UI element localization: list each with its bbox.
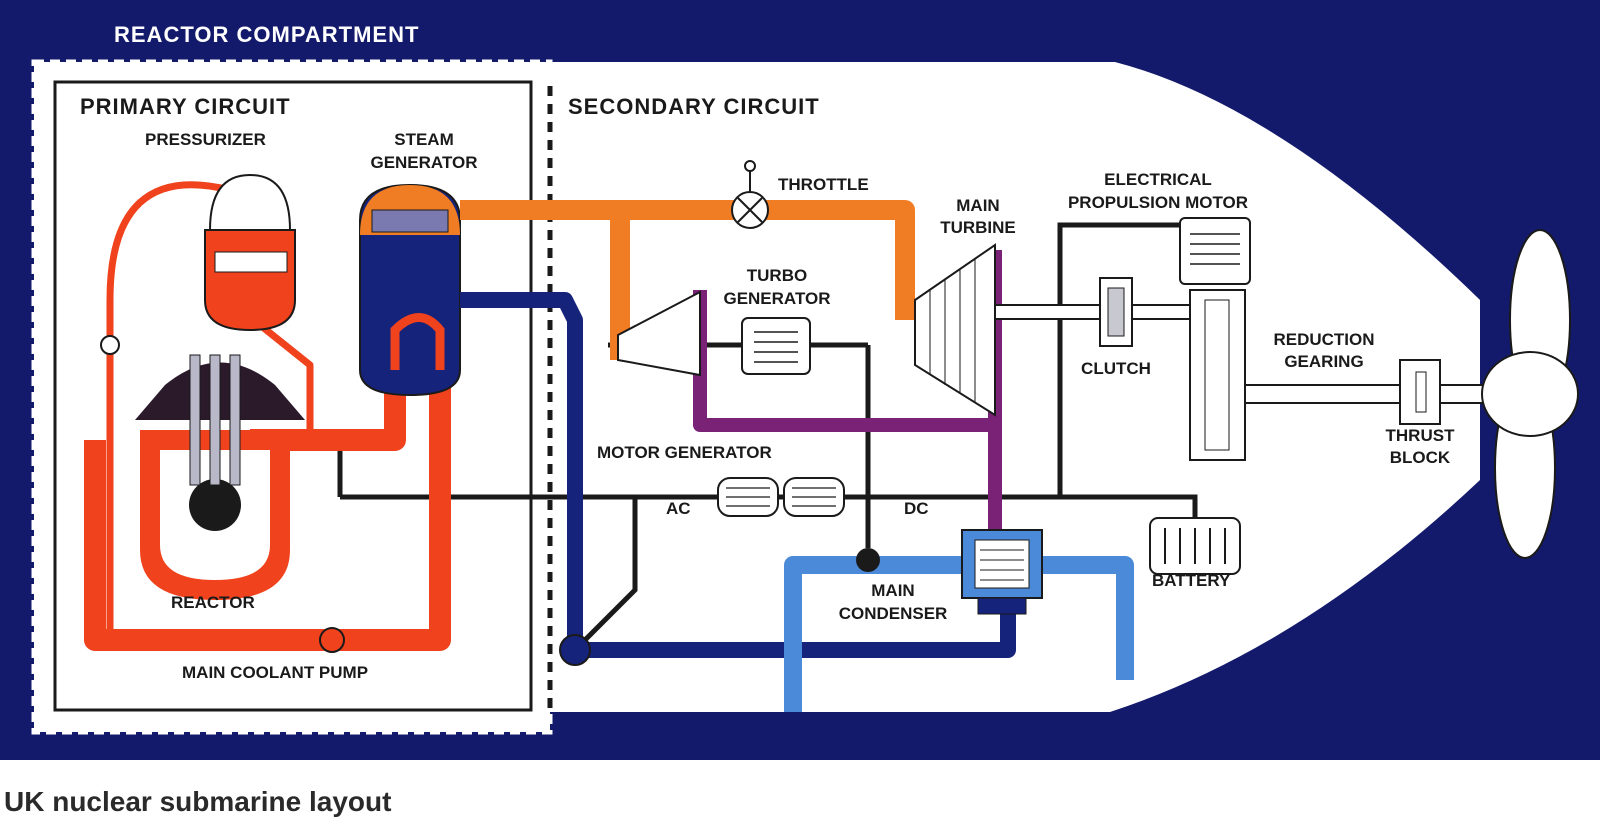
steam-generator-label-1: STEAM	[394, 130, 454, 149]
secondary-circuit-label: SECONDARY CIRCUIT	[568, 94, 820, 119]
turbo-generator-label-1: TURBO	[747, 266, 807, 285]
feed-pump-icon	[559, 634, 591, 666]
motor-generator-label: MOTOR GENERATOR	[597, 443, 772, 462]
reactor-compartment-label: REACTOR COMPARTMENT	[114, 22, 419, 47]
propulsion-motor-label-1: ELECTRICAL	[1104, 170, 1212, 189]
reduction-gearing-label-2: GEARING	[1284, 352, 1363, 371]
main-turbine-label-2: TURBINE	[940, 218, 1016, 237]
hotwell	[977, 597, 1027, 615]
primary-circuit-label: PRIMARY CIRCUIT	[80, 94, 291, 119]
main-turbine-label-1: MAIN	[956, 196, 999, 215]
turbo-generator-label-2: GENERATOR	[723, 289, 830, 308]
pressurizer-top	[208, 173, 292, 231]
propulsion-motor-label-2: PROPULSION MOTOR	[1068, 193, 1248, 212]
turbine-shaft	[994, 304, 1191, 320]
throttle-label: THROTTLE	[778, 175, 869, 194]
pressurizer-body	[204, 229, 296, 332]
main-coolant-pump-label: MAIN COOLANT PUMP	[182, 663, 368, 682]
relief-valve-icon	[100, 335, 120, 355]
diagram-svg: REACTOR COMPARTMENT PRIMARY CIRCUIT SECO…	[0, 0, 1600, 760]
battery-label: BATTERY	[1152, 571, 1231, 590]
pressurizer-label: PRESSURIZER	[145, 130, 266, 149]
steam-generator-label-2: GENERATOR	[370, 153, 477, 172]
reactor-compartment	[34, 62, 550, 732]
main-coolant-pump-icon	[319, 627, 345, 653]
reactor-core	[189, 479, 241, 531]
steam-generator	[359, 183, 461, 397]
reduction-gearing-label-1: REDUCTION	[1273, 330, 1374, 349]
turbo-generator-turbine	[617, 290, 701, 377]
clutch-label: CLUTCH	[1081, 359, 1151, 378]
control-rod	[229, 354, 241, 486]
condensate-return	[460, 292, 1016, 658]
propeller-shaft	[1209, 384, 1486, 404]
figure-caption: UK nuclear submarine layout	[4, 786, 392, 817]
ac-label: AC	[666, 499, 691, 518]
reactor-label: REACTOR	[171, 593, 255, 612]
turbo-generator	[741, 317, 811, 375]
seawater-cooling	[784, 556, 1134, 712]
propeller-icon	[1481, 229, 1579, 559]
thrust-block-label-2: BLOCK	[1390, 448, 1451, 467]
thrust-block-label-1: THRUST	[1386, 426, 1456, 445]
circulating-pump-icon	[856, 548, 880, 572]
propulsion-motor	[1179, 217, 1251, 285]
primary-circuit-box	[53, 80, 533, 712]
main-condenser-label-1: MAIN	[871, 581, 914, 600]
control-rod	[209, 354, 221, 486]
control-rod	[189, 354, 201, 486]
dc-label: DC	[904, 499, 929, 518]
submarine-diagram: REACTOR COMPARTMENT PRIMARY CIRCUIT SECO…	[0, 0, 1600, 760]
main-condenser-label-2: CONDENSER	[839, 604, 948, 623]
pressurizer-heater	[214, 251, 288, 273]
